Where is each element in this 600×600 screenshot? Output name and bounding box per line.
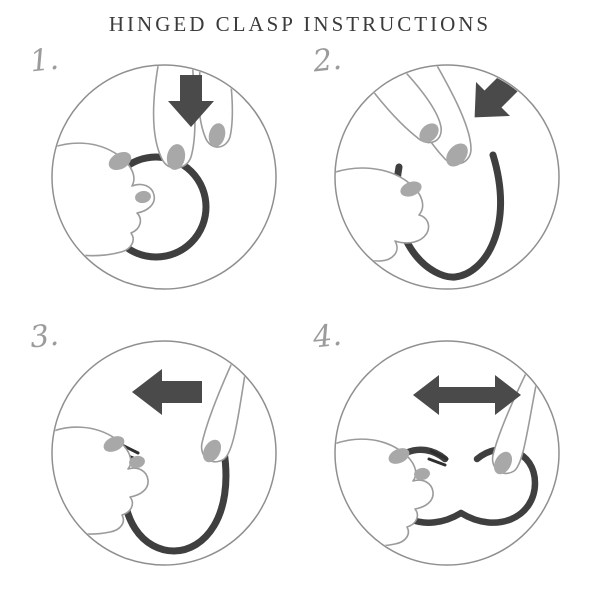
step-2: 2. bbox=[305, 41, 573, 303]
step-4-illustration bbox=[334, 340, 560, 566]
thumb-nail bbox=[388, 448, 410, 464]
steps-grid: 1. bbox=[0, 37, 600, 579]
finger-nail bbox=[414, 467, 430, 481]
page-title: HINGED CLASP INSTRUCTIONS bbox=[108, 12, 492, 36]
step-1: 1. bbox=[22, 41, 290, 303]
holding-hand bbox=[53, 426, 149, 535]
thumb-nail bbox=[103, 436, 125, 452]
step-number: 3. bbox=[28, 317, 61, 356]
clasp-pin-icon bbox=[429, 449, 449, 461]
finger-nail bbox=[419, 123, 439, 143]
left-arrow-icon bbox=[132, 369, 202, 415]
step-4: 4. bbox=[305, 317, 573, 579]
down-arrow-icon bbox=[168, 75, 214, 127]
thumb-nail bbox=[400, 181, 422, 197]
step-number: 2. bbox=[311, 41, 344, 80]
finger-nail bbox=[166, 144, 186, 170]
finger-nail bbox=[202, 439, 222, 463]
step-3: 3. bbox=[22, 317, 290, 579]
step-number: 4. bbox=[311, 317, 344, 356]
finger-nail bbox=[208, 123, 226, 147]
thumb-nail bbox=[108, 151, 132, 171]
pulling-finger bbox=[200, 342, 251, 463]
step-2-illustration bbox=[334, 64, 560, 290]
step-1-illustration bbox=[51, 64, 277, 290]
left-right-arrow-icon bbox=[413, 375, 521, 415]
clasp-pin-icon bbox=[427, 457, 447, 467]
step-number: 1. bbox=[28, 41, 61, 80]
pulling-finger bbox=[491, 354, 542, 475]
finger-nail bbox=[135, 190, 151, 204]
finger-nail bbox=[493, 451, 513, 475]
finger-nail bbox=[446, 143, 468, 167]
step-3-illustration bbox=[51, 340, 277, 566]
finger-nail bbox=[129, 455, 145, 469]
holding-hand bbox=[53, 142, 156, 257]
